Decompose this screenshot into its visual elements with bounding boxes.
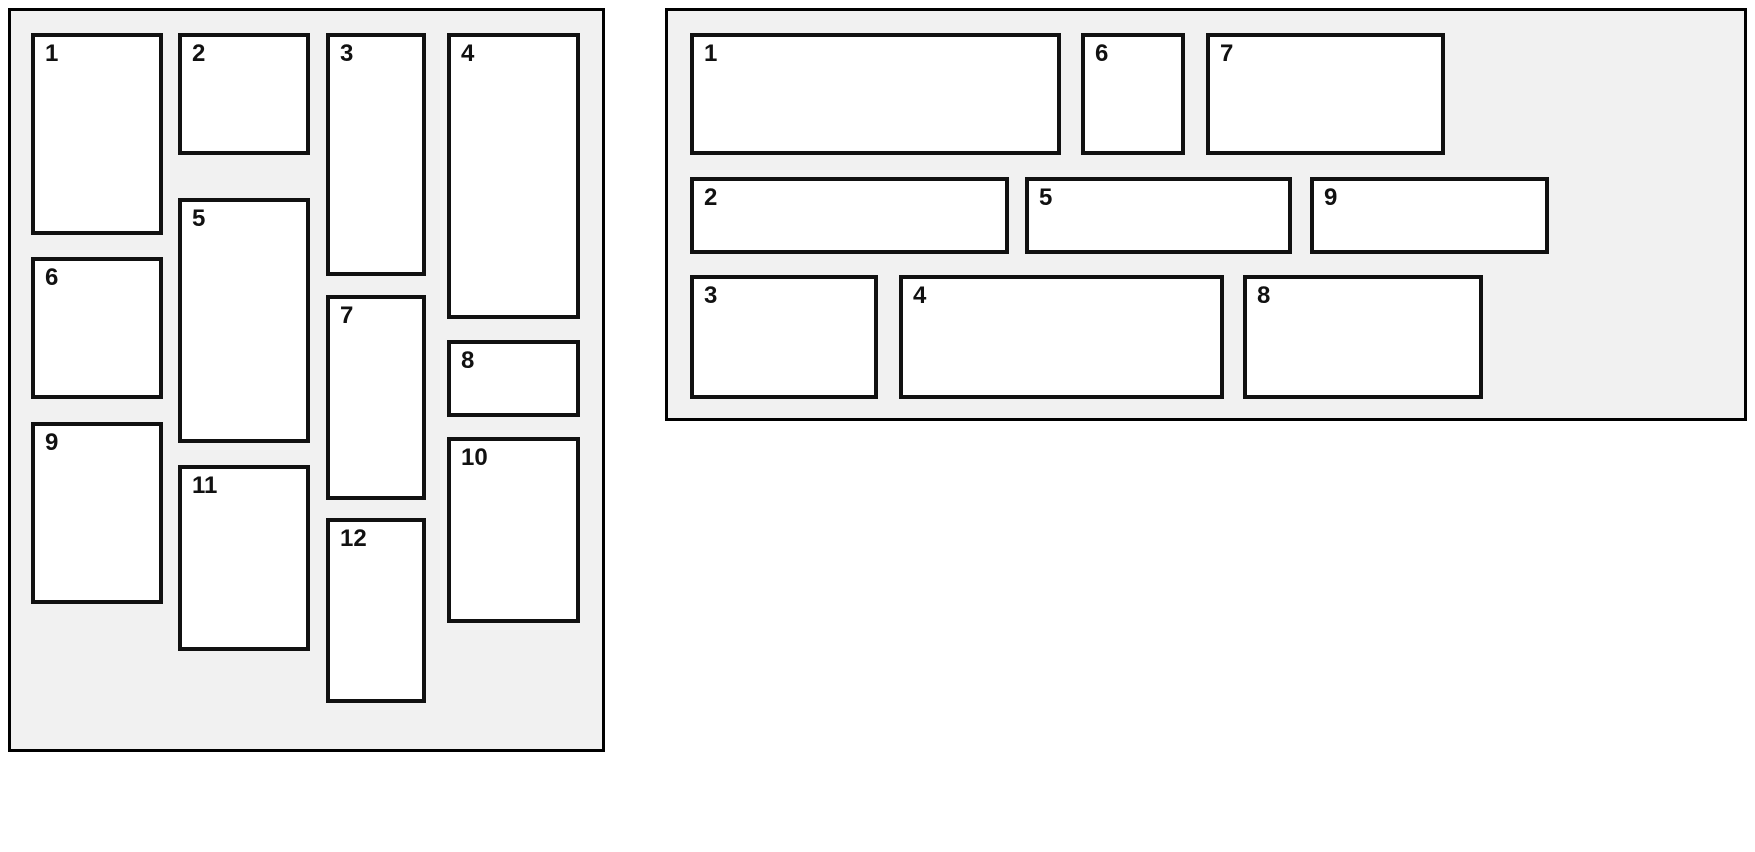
box-label: 2: [192, 40, 206, 67]
box-3[interactable]: 3: [326, 33, 426, 276]
box-label: 11: [192, 472, 218, 499]
box-7[interactable]: 7: [326, 295, 426, 500]
box-label: 5: [1039, 184, 1053, 211]
box-4[interactable]: 4: [899, 275, 1224, 399]
box-12[interactable]: 12: [326, 518, 426, 703]
box-label: 7: [1220, 40, 1234, 67]
box-label: 5: [192, 205, 206, 232]
box-label: 6: [45, 264, 59, 291]
box-label: 9: [1324, 184, 1338, 211]
box-2[interactable]: 2: [690, 177, 1009, 254]
box-1[interactable]: 1: [31, 33, 163, 235]
box-label: 2: [704, 184, 718, 211]
box-label: 6: [1095, 40, 1109, 67]
box-9[interactable]: 9: [1310, 177, 1549, 254]
box-10[interactable]: 10: [447, 437, 580, 623]
box-9[interactable]: 9: [31, 422, 163, 604]
box-1[interactable]: 1: [690, 33, 1061, 155]
box-4[interactable]: 4: [447, 33, 580, 319]
box-7[interactable]: 7: [1206, 33, 1445, 155]
box-6[interactable]: 6: [31, 257, 163, 399]
box-label: 8: [1257, 282, 1271, 309]
box-label: 7: [340, 302, 354, 329]
box-8[interactable]: 8: [1243, 275, 1483, 399]
box-label: 1: [704, 40, 718, 67]
box-5[interactable]: 5: [178, 198, 310, 443]
box-label: 12: [340, 525, 367, 552]
box-label: 3: [704, 282, 718, 309]
box-label: 10: [461, 444, 488, 471]
right-panel: 1 6 7 2 5 9 3 4 8: [665, 8, 1747, 421]
box-label: 4: [913, 282, 927, 309]
box-3[interactable]: 3: [690, 275, 878, 399]
box-label: 9: [45, 429, 59, 456]
box-label: 3: [340, 40, 354, 67]
box-8[interactable]: 8: [447, 340, 580, 417]
box-label: 4: [461, 40, 475, 67]
box-label: 8: [461, 347, 475, 374]
box-2[interactable]: 2: [178, 33, 310, 155]
box-label: 1: [45, 40, 59, 67]
box-11[interactable]: 11: [178, 465, 310, 651]
box-6[interactable]: 6: [1081, 33, 1185, 155]
box-5[interactable]: 5: [1025, 177, 1292, 254]
